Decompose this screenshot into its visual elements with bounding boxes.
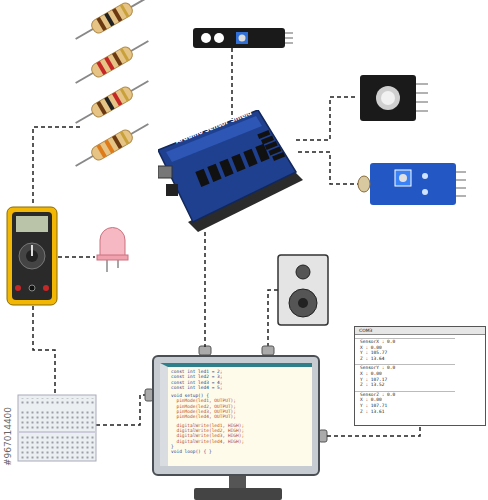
arduino-shield: Arduino Sensor Shield [158,110,303,232]
multimeter [7,207,57,305]
code-line: const int led2 = 3; [171,374,309,379]
code-line: void setup() { [171,393,309,398]
board [158,110,296,222]
computer-monitor: const int led1 = 2;const int led2 = 3;co… [152,355,320,476]
code-line: const int led4 = 5; [171,385,309,390]
serial-reading: Z : 13.61 [355,409,485,415]
flame-sensor [360,75,428,121]
code-line: void loop() { } [171,449,309,454]
connector-line [327,426,420,436]
resistor-symbol [72,0,152,172]
serial-reading: Y : 105.77 [355,350,485,356]
serial-reading: SensorX : 0.0 [355,338,455,345]
serial-reading: SensorZ : 0.0 [355,391,455,398]
serial-reading: Z : 13.52 [355,382,485,388]
connector-line [204,232,206,347]
code-line: } [171,444,309,449]
light-sensor [358,163,466,205]
serial-reading: Y : 107.17 [355,377,485,383]
usb-port [158,166,172,178]
led [97,227,128,272]
window-title: COM3 [355,327,485,335]
dashed-connector [205,232,206,347]
serial-reading: SensorY : 0.0 [355,364,455,371]
breadboard [18,395,96,461]
shield-board [158,110,303,232]
header [195,169,209,187]
code-line: digitalWrite(led2, HIGH); [171,428,309,433]
code-line: digitalWrite(led1, HIGH); [171,423,309,428]
header [243,149,257,167]
pin-row [272,152,285,161]
serial-reading: Z : 13.64 [355,356,485,362]
dashed-connector [327,426,420,436]
code-line: pinMode(led3, OUTPUT); [171,409,309,414]
code-line: pinMode(led4, OUTPUT); [171,414,309,419]
header [207,164,221,182]
code-line: pinMode(led1, OUTPUT); [171,398,309,403]
code-line: pinMode(led2, OUTPUT); [171,404,309,409]
serial-reading: X : 0.00 [355,345,485,351]
screen: const int led1 = 2;const int led2 = 3;co… [160,363,312,466]
header [219,159,233,177]
monitor-stand [145,346,327,500]
serial-reading: X : 0.00 [355,397,485,403]
serial-reading: Y : 107.71 [355,403,485,409]
code-line: const int led3 = 4; [171,380,309,385]
code-line: digitalWrite(led4, HIGH); [171,439,309,444]
line-sensor [193,28,293,48]
watermark-id: #967014400 [3,407,13,466]
code-line: digitalWrite(led3, HIGH); [171,433,309,438]
serial-monitor-window: COM3SensorX : 0.0X : 0.00Y : 105.77Z : 1… [354,326,486,426]
power-jack [166,184,178,196]
code-line: const int led1 = 2; [171,369,309,374]
serial-reading: X : 0.00 [355,371,485,377]
speaker [278,255,328,325]
header [231,154,245,172]
